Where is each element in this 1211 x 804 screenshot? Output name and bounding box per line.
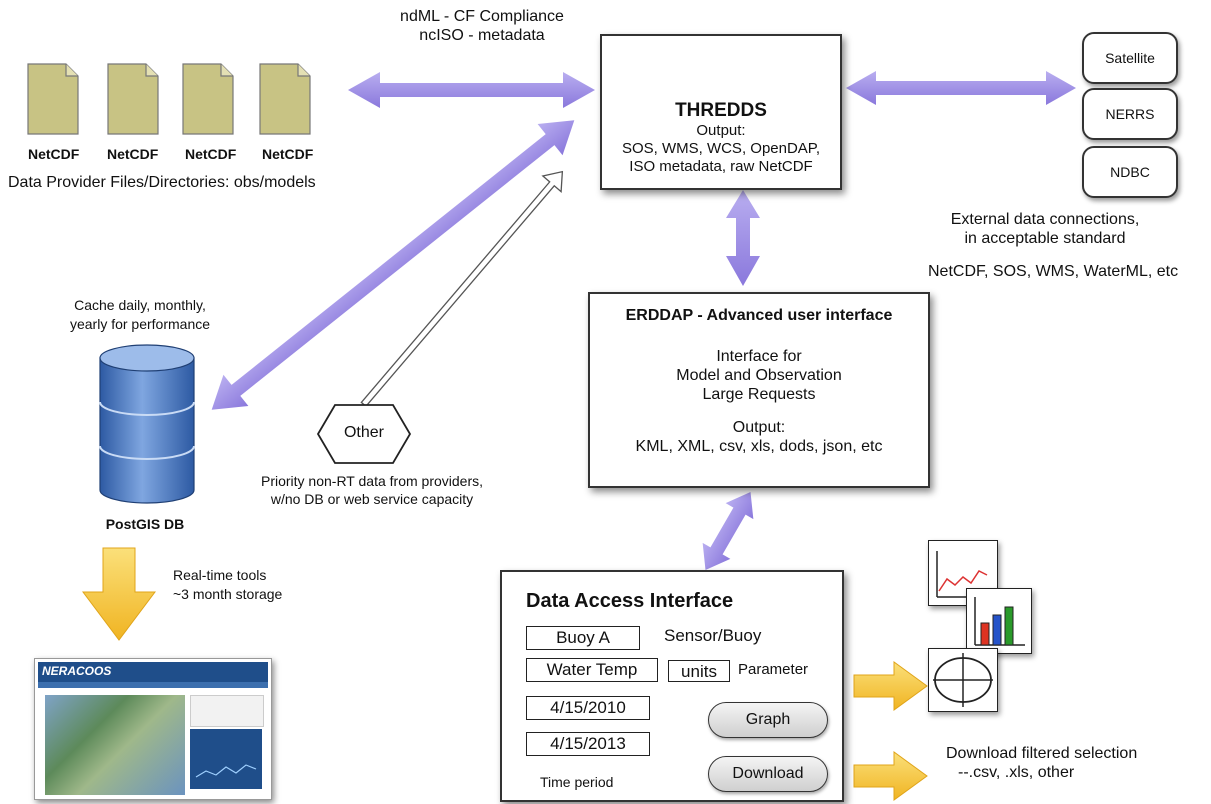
compliance-label: ndML - CF Compliance ncISO - metadata xyxy=(372,7,592,45)
dai-title: Data Access Interface xyxy=(526,590,734,612)
other-caption-line: w/no DB or web service capacity xyxy=(270,491,474,507)
download-caption: Download filtered selection --.csv, .xls… xyxy=(946,744,1137,782)
download-formats: --.csv, .xls, other xyxy=(958,764,1075,781)
realtime-line: ~3 month storage xyxy=(173,586,283,602)
netcdf-file-icon xyxy=(27,63,79,135)
cache-line: yearly for performance xyxy=(69,316,211,332)
site-sparkline xyxy=(195,764,257,778)
end-date-field[interactable]: 4/15/2013 xyxy=(526,732,650,756)
time-period-label: Time period xyxy=(540,774,614,790)
parameter-select[interactable]: Water Temp xyxy=(526,658,658,682)
thredds-output-line: ISO metadata, raw NetCDF xyxy=(629,158,813,175)
netcdf-file-label: NetCDF xyxy=(28,146,80,162)
thredds-output-line: SOS, WMS, WCS, OpenDAP, xyxy=(621,140,821,157)
erddap-box: ERDDAP - Advanced user interface Interfa… xyxy=(588,292,930,488)
other-caption-line: Priority non-RT data from providers, xyxy=(260,473,483,489)
realtime-line: Real-time tools xyxy=(173,567,267,583)
database-icon xyxy=(99,344,195,504)
erddap-body-line: Large Requests xyxy=(702,386,816,403)
netcdf-file-label: NetCDF xyxy=(107,146,159,162)
arrow-dai-charts xyxy=(853,661,928,711)
metadata-line: ncISO - metadata xyxy=(419,27,545,44)
netcdf-file-icon xyxy=(182,63,234,135)
arrow-db-realtime xyxy=(82,547,156,641)
postgis-label: PostGIS DB xyxy=(105,516,185,532)
arrow-thredds-erddap xyxy=(726,190,760,286)
netcdf-file-icon xyxy=(259,63,311,135)
thredds-title: THREDDS xyxy=(675,100,767,121)
units-select[interactable]: units xyxy=(668,660,730,682)
thredds-output-label: Output: xyxy=(696,122,746,139)
download-line: Download filtered selection xyxy=(946,745,1138,762)
site-header: NERACOOS xyxy=(38,662,268,682)
satellite-source: Satellite xyxy=(1082,32,1178,84)
cache-caption: Cache daily, monthly, yearly for perform… xyxy=(30,296,250,334)
erddap-body-line: Interface for xyxy=(716,348,802,365)
website-screenshot: NERACOOS xyxy=(34,658,272,800)
netcdf-file-icon xyxy=(107,63,159,135)
erddap-body-line: Model and Observation xyxy=(676,367,842,384)
netcdf-file-label: NetCDF xyxy=(185,146,237,162)
buoy-select[interactable]: Buoy A xyxy=(526,626,640,650)
compliance-line: ndML - CF Compliance xyxy=(400,8,564,25)
sensor-buoy-label: Sensor/Buoy xyxy=(664,626,762,645)
data-provider-caption: Data Provider Files/Directories: obs/mod… xyxy=(8,174,316,191)
arrow-db-thredds xyxy=(211,120,575,410)
ndbc-source: NDBC xyxy=(1082,146,1178,198)
external-caption-line: External data connections, xyxy=(950,211,1140,228)
site-nav xyxy=(38,682,268,688)
bar-chart-icon xyxy=(966,588,1032,654)
erddap-output-line: KML, XML, csv, xls, dods, json, etc xyxy=(635,438,883,455)
arrow-thredds-external xyxy=(846,71,1076,105)
site-map xyxy=(45,695,185,795)
site-logo: NERACOOS xyxy=(42,664,112,678)
other-label: Other xyxy=(343,424,384,441)
nerrs-source: NERRS xyxy=(1082,88,1178,140)
arrow-other-thredds xyxy=(360,170,564,408)
thredds-box: THREDDS Output: SOS, WMS, WCS, OpenDAP, … xyxy=(600,34,842,190)
parameter-label: Parameter xyxy=(738,661,809,678)
external-caption: External data connections, in acceptable… xyxy=(920,210,1170,248)
data-access-interface-box: Data Access Interface Buoy A Sensor/Buoy… xyxy=(500,570,844,802)
polar-plot-icon xyxy=(928,648,998,712)
cache-line: Cache daily, monthly, xyxy=(74,297,206,313)
netcdf-file-label: NetCDF xyxy=(262,146,314,162)
realtime-caption: Real-time tools ~3 month storage xyxy=(173,566,282,604)
download-button[interactable]: Download xyxy=(708,756,828,792)
erddap-output-label: Output: xyxy=(732,419,786,436)
graph-button[interactable]: Graph xyxy=(708,702,828,738)
external-caption-line: in acceptable standard xyxy=(964,230,1126,247)
site-data-panel xyxy=(190,729,262,789)
start-date-field[interactable]: 4/15/2010 xyxy=(526,696,650,720)
other-caption: Priority non-RT data from providers, w/n… xyxy=(232,472,512,508)
arrow-files-thredds xyxy=(348,72,595,108)
external-standards: NetCDF, SOS, WMS, WaterML, etc xyxy=(928,263,1179,280)
erddap-title: ERDDAP - Advanced user interface xyxy=(625,307,893,324)
site-info-panel xyxy=(190,695,264,727)
arrow-dai-download xyxy=(853,751,928,801)
other-hexagon xyxy=(316,404,412,464)
arrow-erddap-dai xyxy=(702,492,754,570)
